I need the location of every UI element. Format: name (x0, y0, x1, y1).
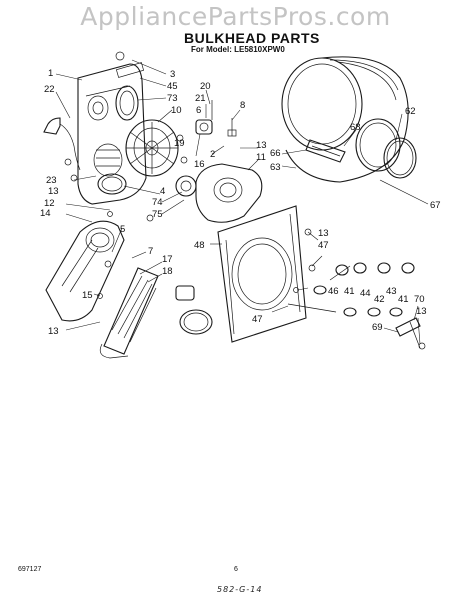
callout-label: 41 (398, 294, 409, 305)
callout-label: 41 (344, 286, 355, 297)
leader-lines (55, 59, 429, 345)
callout-label: 19 (174, 138, 185, 149)
drum-rear-opening (355, 118, 401, 172)
callout-label: 70 (414, 294, 425, 305)
callout-label: 10 (171, 105, 182, 116)
callout-label: 15 (82, 290, 93, 301)
callout-label: 7 (148, 246, 153, 257)
callout-label: 45 (167, 81, 178, 92)
motor-pulley-part (195, 100, 237, 137)
callout-label: 47 (252, 314, 263, 325)
blower-housing-part (175, 163, 263, 223)
callout-label: 20 (200, 81, 211, 92)
callout-label: 67 (430, 200, 441, 211)
model-number: For Model: LE5810XPW0 (191, 45, 285, 54)
document-number: 697127 (18, 566, 42, 573)
callout-label: 13 (318, 228, 329, 239)
callout-label: 12 (44, 198, 55, 209)
lint-duct-part (45, 220, 125, 322)
callout-label: 74 (152, 197, 163, 208)
callout-label: 11 (256, 152, 266, 163)
callout-label: 22 (44, 84, 55, 95)
callout-label: 63 (270, 162, 281, 173)
callout-label: 6 (196, 105, 201, 116)
callout-label: 21 (195, 93, 206, 104)
callout-label: 75 (152, 209, 163, 220)
callout-label: 73 (167, 93, 178, 104)
blower-wheel-part (125, 119, 179, 177)
front-bulkhead-part (43, 62, 147, 205)
drum-seal-ring (383, 137, 417, 179)
callout-label: 16 (194, 159, 205, 170)
diagram-title: BULKHEAD PARTS (184, 30, 320, 46)
callout-label: 43 (386, 286, 397, 297)
callout-label: 23 (46, 175, 57, 186)
callout-label: 13 (416, 306, 427, 317)
rear-bulkhead-part (217, 205, 316, 343)
callout-label: 62 (405, 106, 416, 117)
drum-front-opening (281, 57, 363, 151)
callout-label: 2 (210, 149, 215, 160)
drum-baffle (305, 139, 346, 163)
callout-label: 46 (328, 286, 339, 297)
callout-label: 66 (270, 148, 281, 159)
callout-label: 13 (256, 140, 267, 151)
seal-ring-4 (97, 173, 127, 195)
watermark: AppliancePartsPros.com (80, 2, 391, 31)
drum-part (281, 56, 417, 183)
callout-label: 13 (48, 186, 59, 197)
callout-label: 18 (162, 266, 173, 277)
callout-label: 42 (374, 294, 385, 305)
callout-label: 17 (162, 254, 173, 265)
callout-label: 68 (350, 122, 361, 133)
callout-label: 44 (360, 288, 371, 299)
callout-label: 13 (48, 326, 59, 337)
callout-label: 3 (170, 69, 175, 80)
callout-label: 4 (160, 186, 165, 197)
small-fittings-part (64, 51, 188, 222)
callout-labels: 1 22 3 45 73 10 20 21 6 8 23 13 19 16 13… (40, 68, 441, 337)
callout-label: 48 (194, 240, 205, 251)
callout-label: 69 (372, 322, 383, 333)
callout-label: 1 (48, 68, 53, 79)
page-number: 6 (234, 566, 238, 573)
drum-body (285, 56, 409, 183)
handwritten-code: 582-G-14 (217, 585, 263, 594)
callout-label: 47 (318, 240, 329, 251)
callout-label: 14 (40, 208, 51, 219)
thermostat-part (175, 285, 213, 335)
callout-label: 8 (240, 100, 245, 111)
drum-roller-parts (287, 262, 426, 350)
callout-label: 5 (120, 224, 125, 235)
